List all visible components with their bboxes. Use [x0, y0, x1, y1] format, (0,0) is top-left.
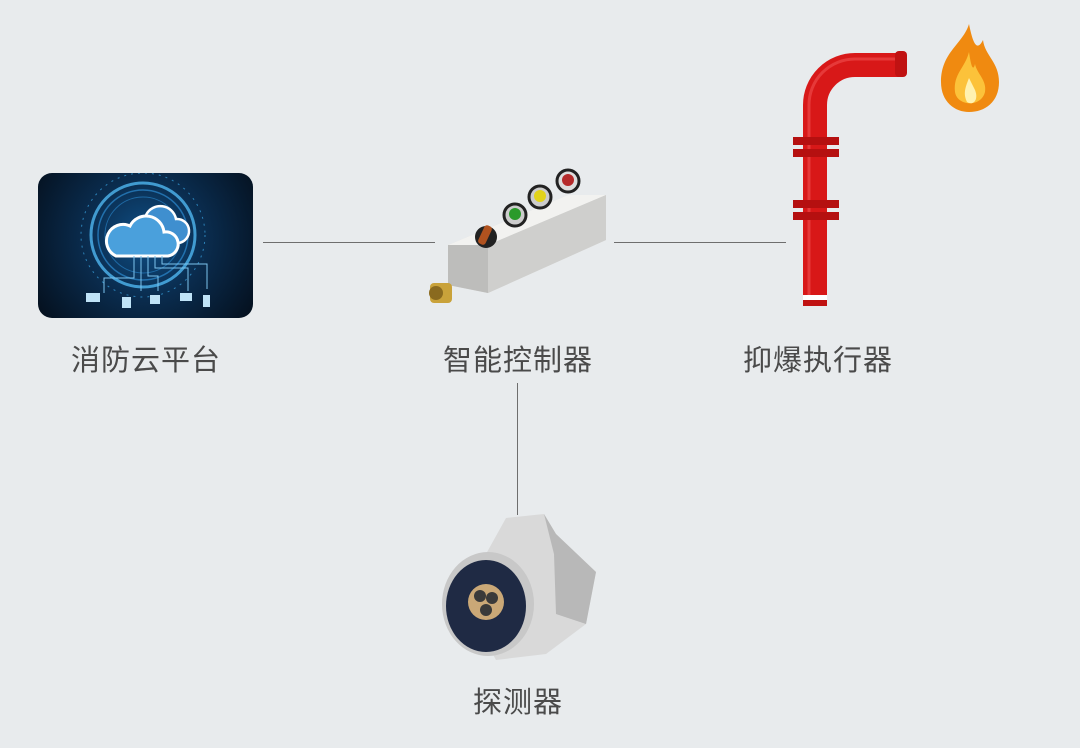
flame-icon	[933, 22, 1005, 114]
smart-controller-image	[428, 165, 613, 315]
detector-label: 探测器	[472, 685, 564, 719]
cloud-platform-label: 消防云平台	[70, 343, 222, 377]
smart-controller-label: 智能控制器	[442, 343, 594, 377]
connector-controller-suppressor	[614, 242, 786, 243]
explosion-suppressor-image	[785, 45, 915, 310]
connector-controller-detector	[517, 383, 518, 515]
cloud-platform-image	[38, 173, 253, 318]
connector-cloud-controller	[263, 242, 435, 243]
explosion-suppressor-label: 抑爆执行器	[742, 343, 894, 377]
detector-image	[436, 514, 602, 664]
cloud-icon	[104, 204, 191, 258]
